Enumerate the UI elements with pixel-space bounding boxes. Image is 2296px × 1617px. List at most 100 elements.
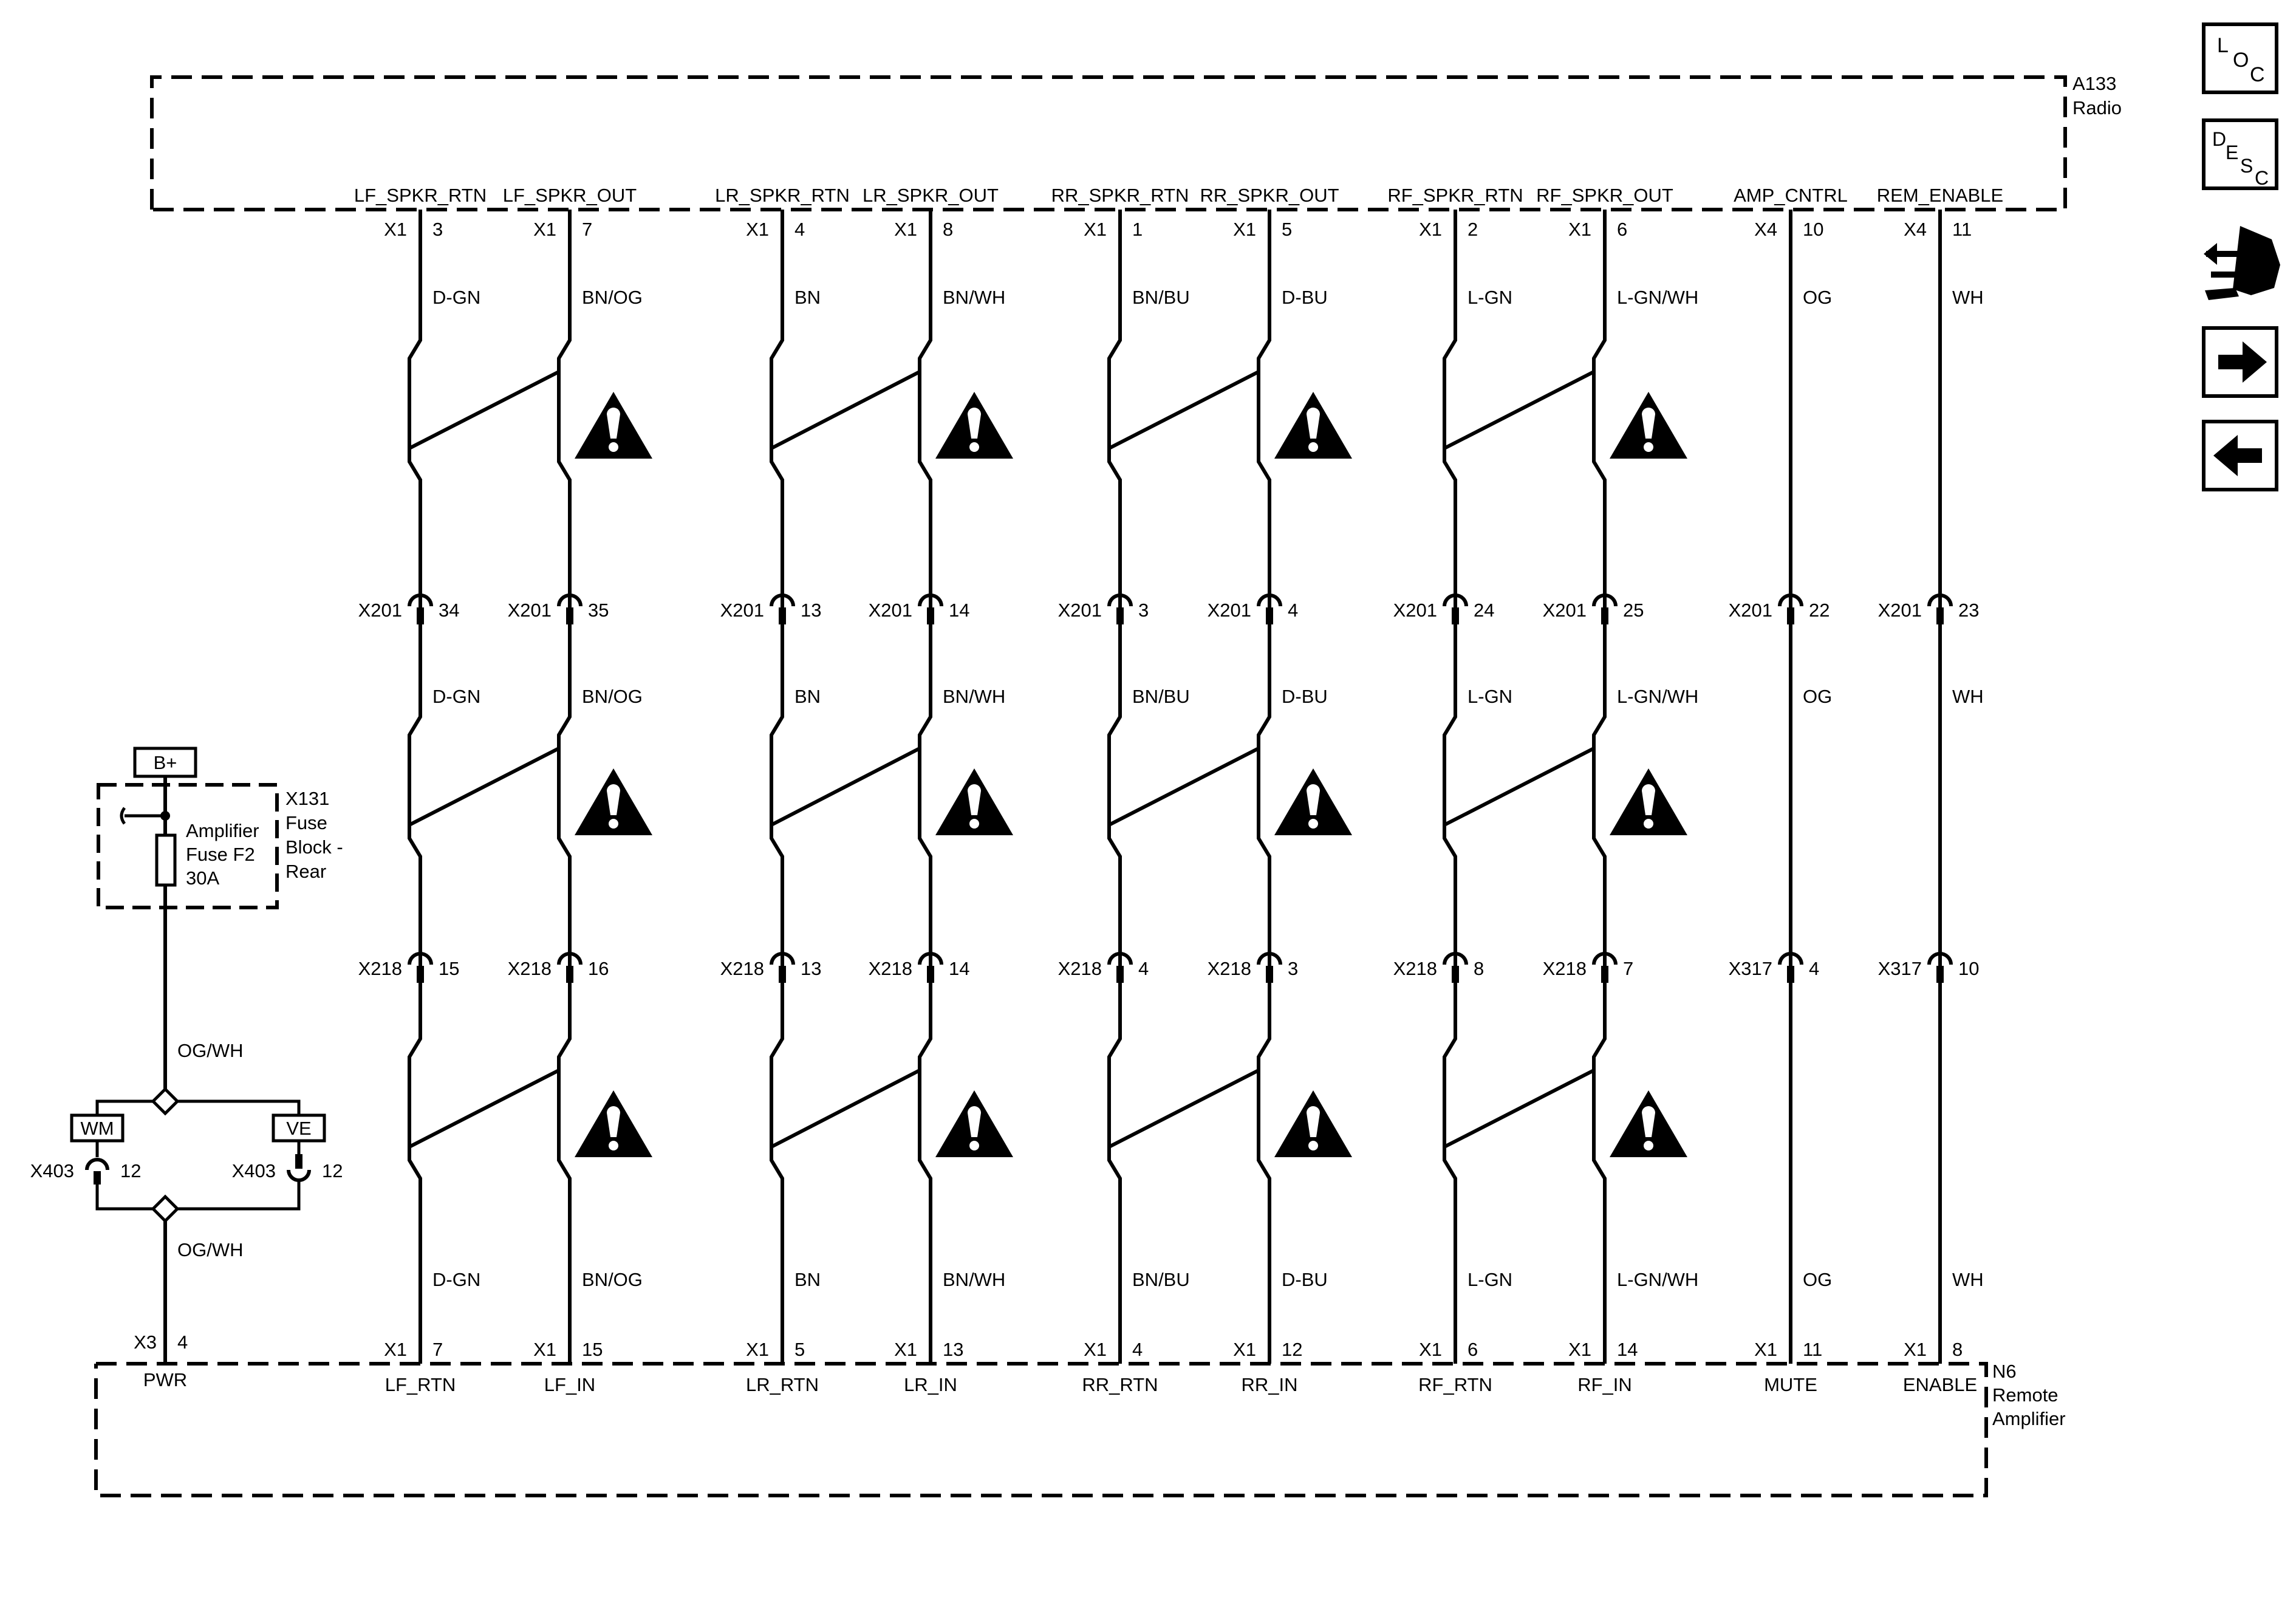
inline-connector: X317 [1878, 958, 1922, 979]
fuse-block-id: X131 [285, 788, 329, 809]
radio-pin-function: REM_ENABLE [1877, 185, 2003, 206]
radio-pin: 6 [1617, 219, 1627, 240]
radio-pin: 2 [1467, 219, 1478, 240]
wire-color-label: OG [1803, 287, 1832, 308]
loc-letter: L [2217, 34, 2229, 57]
caution-icon[interactable] [935, 392, 1013, 459]
caution-icon[interactable] [575, 768, 652, 835]
twisted-pair-marker [1443, 735, 1596, 838]
radio-pin-function: LR_SPKR_OUT [863, 185, 999, 206]
inline-connector: X218 [1058, 958, 1102, 979]
inline-pin: 34 [439, 600, 459, 621]
desc-letter: S [2240, 155, 2253, 177]
radio-pin-function: LF_SPKR_RTN [354, 185, 487, 206]
twisted-pair-marker [770, 1057, 921, 1160]
caution-icon[interactable] [1274, 1090, 1352, 1157]
amplifier-name-line: Amplifier [1992, 1408, 2066, 1429]
wire-color-label: WH [1952, 686, 1984, 707]
caution-icon[interactable] [575, 1090, 652, 1157]
caution-icon[interactable] [1610, 768, 1687, 835]
inline-connector: X201 [1878, 600, 1922, 621]
radio-pin-function: LF_SPKR_OUT [503, 185, 637, 206]
inline-connector: X201 [508, 600, 552, 621]
connector-end-view-icon[interactable] [2204, 226, 2280, 300]
inline-connector: X317 [1729, 958, 1772, 979]
caution-icon[interactable] [935, 1090, 1013, 1157]
arrow-left-icon[interactable] [2202, 420, 2278, 491]
inline-connector: X218 [358, 958, 402, 979]
inline-pin: 10 [1958, 958, 1979, 979]
radio-connector: X1 [1419, 219, 1442, 240]
radio-connector: X1 [1568, 219, 1591, 240]
twisted-pair-marker [1443, 1057, 1596, 1160]
radio-pin-function: LR_SPKR_RTN [715, 185, 850, 206]
radio-connector: X1 [533, 219, 556, 240]
fuse-label-line: Amplifier [186, 820, 259, 841]
amp-power-function: PWR [143, 1369, 187, 1390]
amp-connector: X1 [746, 1339, 769, 1360]
amp-pin: 11 [1803, 1339, 1822, 1360]
radio-pin: 11 [1952, 219, 1972, 240]
amp-power-pin: 4 [177, 1332, 188, 1353]
wire-color-label: WH [1952, 287, 1984, 308]
amp-pin: 14 [1617, 1339, 1638, 1360]
twisted-pair-marker [408, 735, 561, 838]
amp-pin: 5 [794, 1339, 805, 1360]
caution-icon[interactable] [1274, 768, 1352, 835]
loc-letter: C [2250, 63, 2265, 86]
inline-connector: X201 [1208, 600, 1251, 621]
caution-icon[interactable] [935, 768, 1013, 835]
fuse-label-line: Fuse F2 [186, 844, 255, 865]
inline-pin: 3 [1288, 958, 1298, 979]
radio-pin-function: RR_SPKR_RTN [1051, 185, 1189, 206]
amplifier-name-line: Remote [1992, 1384, 2059, 1406]
inline-connector: X201 [1393, 600, 1437, 621]
wire-color-label: BN/OG [582, 1269, 643, 1290]
inline-pin: 23 [1958, 600, 1979, 621]
inline-connector: X201 [1729, 600, 1772, 621]
inline-pin: 8 [1474, 958, 1484, 979]
amp-connector: X1 [1904, 1339, 1927, 1360]
inline-pin: 13 [801, 600, 821, 621]
amp-connector: X1 [894, 1339, 917, 1360]
radio-connector: X1 [1233, 219, 1256, 240]
amp-pin-function: RR_IN [1241, 1374, 1297, 1395]
arrow-right-icon[interactable] [2202, 326, 2278, 398]
inline-connector: X218 [869, 958, 912, 979]
wire-color-label: L-GN [1467, 686, 1512, 707]
amp-pin-function: MUTE [1764, 1374, 1817, 1395]
inline-connector: X201 [358, 600, 402, 621]
radio-connector: X1 [746, 219, 769, 240]
amp-pin-function: LR_RTN [746, 1374, 819, 1395]
radio-pin: 5 [1282, 219, 1292, 240]
wire-color-label: BN [794, 287, 821, 308]
desc-button[interactable]: D E S C [2202, 118, 2278, 190]
caution-icon[interactable] [1610, 392, 1687, 459]
caution-icon[interactable] [1610, 1090, 1687, 1157]
amp-connector: X1 [1754, 1339, 1777, 1360]
amp-pin-function: LF_RTN [385, 1374, 456, 1395]
amp-connector: X1 [384, 1339, 407, 1360]
desc-letter: D [2212, 128, 2226, 150]
inline-pin: 22 [1809, 600, 1830, 621]
radio-connector: X1 [384, 219, 407, 240]
radio-pin-function: RF_SPKR_RTN [1387, 185, 1523, 206]
loc-button[interactable]: L O C [2202, 22, 2278, 94]
inline-connector: X201 [1058, 600, 1102, 621]
radio-pin-function: AMP_CNTRL [1734, 185, 1848, 206]
radio-pin: 3 [432, 219, 443, 240]
radio-id: A133 [2072, 73, 2116, 94]
option-connector: X403 [30, 1160, 74, 1181]
battery-supply-box [133, 747, 197, 778]
splice-diamond [151, 1194, 180, 1223]
amp-pin: 8 [1952, 1339, 1963, 1360]
wire-color-label: WH [1952, 1269, 1984, 1290]
caution-icon[interactable] [1274, 392, 1352, 459]
caution-icon[interactable] [575, 392, 652, 459]
inline-connector: X218 [720, 958, 764, 979]
